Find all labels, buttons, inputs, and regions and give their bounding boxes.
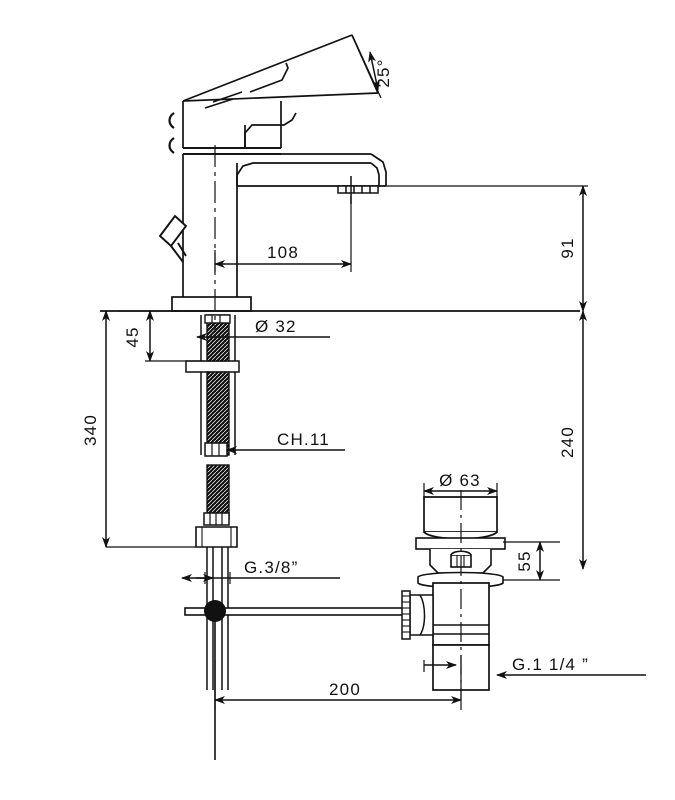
label-height-55: 55 xyxy=(515,550,534,571)
waste-gland-nut xyxy=(401,590,434,640)
dim-thread-g38 xyxy=(181,572,340,584)
hose-connector xyxy=(203,512,230,526)
label-dia-63: Ø 63 xyxy=(439,471,481,490)
label-height-45: 45 xyxy=(123,326,142,347)
mixer-body-column xyxy=(182,153,387,297)
mounting-base xyxy=(171,296,252,312)
label-thread-g38: G.3/8” xyxy=(244,558,298,577)
label-span-200: 200 xyxy=(329,680,361,699)
dim-height-45 xyxy=(118,310,205,362)
dim-angle-25 xyxy=(351,34,382,99)
mixer-body xyxy=(182,101,297,155)
body-pointer-marker xyxy=(158,214,188,263)
label-length-340: 340 xyxy=(81,414,100,446)
dim-dia-63 xyxy=(423,483,498,500)
threaded-shank xyxy=(206,314,230,520)
label-dia-32: Ø 32 xyxy=(255,317,297,336)
label-ch11: CH.11 xyxy=(277,430,330,449)
deck-washer xyxy=(185,360,240,373)
dim-span-200 xyxy=(214,655,462,710)
label-angle-25: 25° xyxy=(374,58,393,87)
dim-reach-108 xyxy=(214,196,352,272)
hex-nut-ch11 xyxy=(204,442,228,457)
label-reach-108: 108 xyxy=(267,243,299,262)
label-height-240: 240 xyxy=(558,426,577,458)
lock-nut xyxy=(195,526,238,548)
handle-arc-marker xyxy=(168,112,175,154)
shank-top-fitting xyxy=(204,314,231,324)
dim-height-91 xyxy=(386,185,588,312)
aerator xyxy=(337,185,379,194)
label-height-91: 91 xyxy=(558,237,577,258)
dim-length-340 xyxy=(102,310,196,548)
ball-joint xyxy=(204,600,226,622)
label-thread-g114: G.1 1/4 ” xyxy=(512,655,589,674)
dim-height-55 xyxy=(503,541,560,581)
